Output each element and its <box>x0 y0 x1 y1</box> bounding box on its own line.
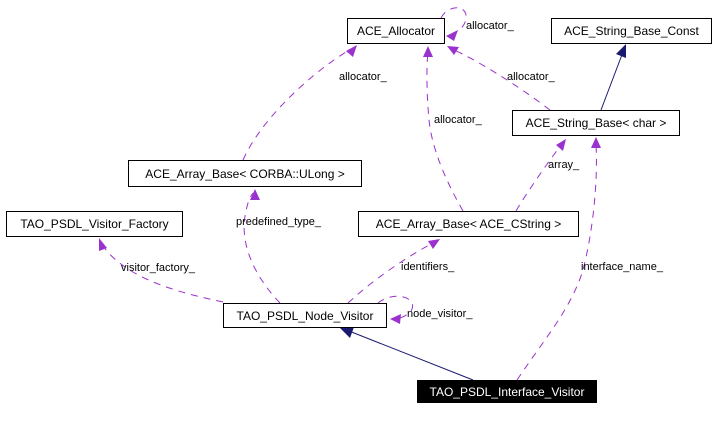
edge-ulong-array-to-allocator <box>242 45 357 161</box>
edge-node-visitor-self-loop <box>377 295 414 324</box>
edge-cstring-array-to-string-char <box>515 139 566 212</box>
edge-label-allocator-self-loop: allocator_ <box>466 20 514 32</box>
edge-node-visitor-to-ulong-array <box>243 189 281 304</box>
edge-label-node-visitor-to-ulong-array: predefined_type_ <box>236 216 322 228</box>
node-tao-psdl-interface-visitor: TAO_PSDL_Interface_Visitor <box>417 380 597 403</box>
edge-label-node-visitor-self-loop: node_visitor_ <box>407 308 473 320</box>
node-ace-array-base-cstring[interactable]: ACE_Array_Base< ACE_CString > <box>358 211 579 237</box>
node-ace-string-base-char[interactable]: ACE_String_Base< char > <box>512 110 680 136</box>
node-tao-psdl-visitor-factory[interactable]: TAO_PSDL_Visitor_Factory <box>6 211 183 237</box>
edge-interface-visitor-to-string-char <box>516 137 601 381</box>
edge-label-node-visitor-to-visitor-factory: visitor_factory_ <box>121 262 195 274</box>
edge-label-interface-visitor-to-string-char: interface_name_ <box>581 261 663 273</box>
edge-interface-visitor-to-node-visitor <box>340 327 474 381</box>
edge-node-visitor-to-visitor-factory <box>99 238 224 303</box>
edge-label-node-visitor-to-cstring-array: identifiers_ <box>401 261 455 273</box>
edge-label-string-char-to-allocator: allocator_ <box>507 71 555 83</box>
edge-label-ulong-array-to-allocator: allocator_ <box>339 71 387 83</box>
node-ace-string-base-const[interactable]: ACE_String_Base_Const <box>551 18 712 44</box>
edge-allocator-self-loop <box>440 7 467 41</box>
edge-node-visitor-to-cstring-array <box>347 239 440 304</box>
edge-label-cstring-array-to-string-char: array_ <box>548 159 580 171</box>
node-tao-psdl-node-visitor[interactable]: TAO_PSDL_Node_Visitor <box>223 303 387 328</box>
edge-label-cstring-array-to-allocator: allocator_ <box>434 114 482 126</box>
node-ace-array-base-ulong[interactable]: ACE_Array_Base< CORBA::ULong > <box>128 160 362 187</box>
node-ace-allocator[interactable]: ACE_Allocator <box>347 18 445 44</box>
edge-string-char-to-allocator <box>447 46 551 111</box>
edge-string-char-to-string-const <box>600 44 626 111</box>
edge-cstring-array-to-allocator <box>423 46 464 212</box>
